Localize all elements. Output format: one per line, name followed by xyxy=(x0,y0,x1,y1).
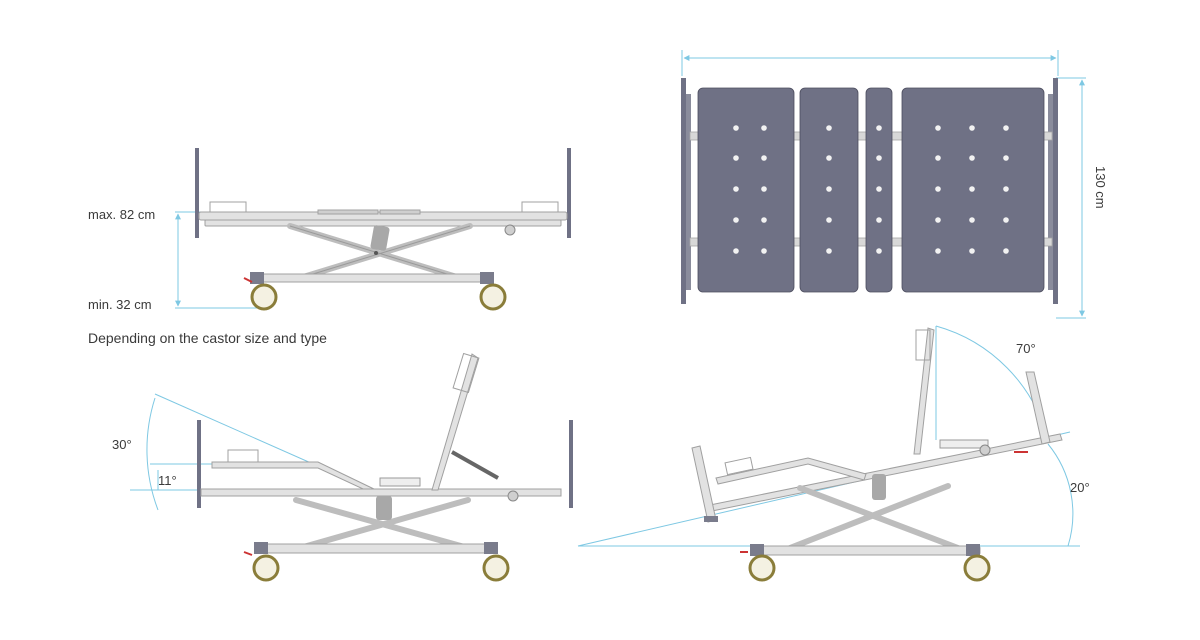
ventilation-hole xyxy=(969,217,975,223)
top-angle-label: 70° xyxy=(1016,341,1036,356)
ventilation-hole xyxy=(969,155,975,161)
ventilation-hole xyxy=(935,125,941,131)
ventilation-hole xyxy=(733,248,739,254)
actuator xyxy=(370,225,390,251)
mattress-platform xyxy=(198,201,568,227)
ventilation-hole xyxy=(1003,125,1009,131)
angle-guides xyxy=(577,325,1080,547)
castor-wheel xyxy=(479,283,507,311)
castor-wheel xyxy=(748,554,776,582)
ventilation-hole xyxy=(826,186,832,192)
base-frame xyxy=(251,273,493,283)
top-view xyxy=(681,50,1086,319)
mattress-sections xyxy=(697,87,1045,293)
width-dimension xyxy=(1056,77,1086,319)
ventilation-hole xyxy=(969,125,975,131)
ventilation-hole xyxy=(761,125,767,131)
castor-note: Depending on the castor size and type xyxy=(88,330,327,346)
side-view-flat xyxy=(175,148,571,311)
ventilation-hole xyxy=(826,155,832,161)
ventilation-hole xyxy=(876,155,882,161)
ventilation-hole xyxy=(761,248,767,254)
ventilation-hole xyxy=(761,155,767,161)
castor-wheel xyxy=(252,554,280,582)
footboard xyxy=(567,148,571,238)
ventilation-hole xyxy=(826,248,832,254)
max-height-label: max. 82 cm xyxy=(88,207,156,222)
ventilation-hole xyxy=(1003,217,1009,223)
ventilation-hole xyxy=(935,217,941,223)
ventilation-hole xyxy=(733,217,739,223)
length-dimension xyxy=(681,50,1059,76)
ventilation-hole xyxy=(876,248,882,254)
ventilation-hole xyxy=(761,186,767,192)
castor-wheel xyxy=(250,283,278,311)
ventilation-hole xyxy=(733,125,739,131)
ventilation-hole xyxy=(826,217,832,223)
ventilation-hole xyxy=(1003,186,1009,192)
ventilation-hole xyxy=(733,155,739,161)
footrest-angle-label: 11° xyxy=(158,473,177,488)
side-view-tilted xyxy=(577,325,1080,582)
mattress-section xyxy=(697,87,795,293)
ventilation-hole xyxy=(761,217,767,223)
castor-wheel xyxy=(482,554,510,582)
ventilation-hole xyxy=(733,186,739,192)
castor-wheel xyxy=(963,554,991,582)
ventilation-hole xyxy=(876,186,882,192)
bottom-angle-label: 20° xyxy=(1070,480,1090,495)
ventilation-hole xyxy=(935,248,941,254)
raised-backrest xyxy=(431,352,499,491)
ventilation-hole xyxy=(1003,155,1009,161)
headboard xyxy=(195,148,199,238)
backrest-angle-label: 30° xyxy=(112,437,132,452)
ventilation-hole xyxy=(1003,248,1009,254)
ventilation-hole xyxy=(935,186,941,192)
ventilation-hole xyxy=(826,125,832,131)
width-label: 130 cm xyxy=(1093,166,1108,209)
ventilation-hole xyxy=(876,125,882,131)
side-view-backrest xyxy=(130,352,573,582)
ventilation-hole xyxy=(969,186,975,192)
ventilation-hole xyxy=(876,217,882,223)
ventilation-hole xyxy=(935,155,941,161)
ventilation-hole xyxy=(969,248,975,254)
min-height-label: min. 32 cm xyxy=(88,297,152,312)
